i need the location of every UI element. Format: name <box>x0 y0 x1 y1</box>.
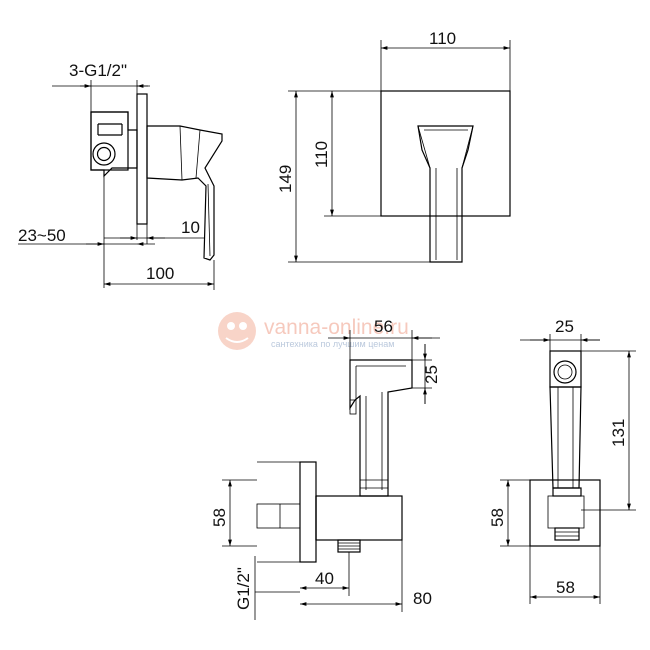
dim-plate-height: 110 <box>312 141 331 168</box>
dim-holder-height: 58 <box>210 508 229 527</box>
dim-head-length: 56 <box>374 317 393 336</box>
dim-plate-width: 110 <box>429 29 456 48</box>
shower-side-view <box>222 330 440 620</box>
dim-head-width: 25 <box>555 317 574 336</box>
dim-ten: 10 <box>181 218 200 237</box>
dim-holder-width: 58 <box>556 578 575 597</box>
dim-holder-depth: 80 <box>413 589 432 608</box>
dim-thread-bottom: G1/2" <box>234 567 253 610</box>
shower-front-view <box>500 334 636 604</box>
mixer-front-view <box>288 40 511 263</box>
mixer-side-view <box>18 80 223 290</box>
watermark-site: vanna-online.ru <box>264 316 409 339</box>
dim-thread-top: 3-G1/2" <box>69 61 127 80</box>
dim-shower-height: 131 <box>609 419 628 447</box>
dim-head-height: 25 <box>422 365 441 384</box>
dim-depth-range: 23~50 <box>18 226 66 245</box>
dim-holder-height-front: 58 <box>488 508 507 527</box>
dim-overall-height: 149 <box>276 165 295 193</box>
dim-hundred: 100 <box>146 264 174 283</box>
dim-outlet-offset: 40 <box>315 569 334 588</box>
watermark-logo <box>218 312 256 350</box>
watermark-tagline: сантехника по лучшим ценам <box>271 339 394 349</box>
